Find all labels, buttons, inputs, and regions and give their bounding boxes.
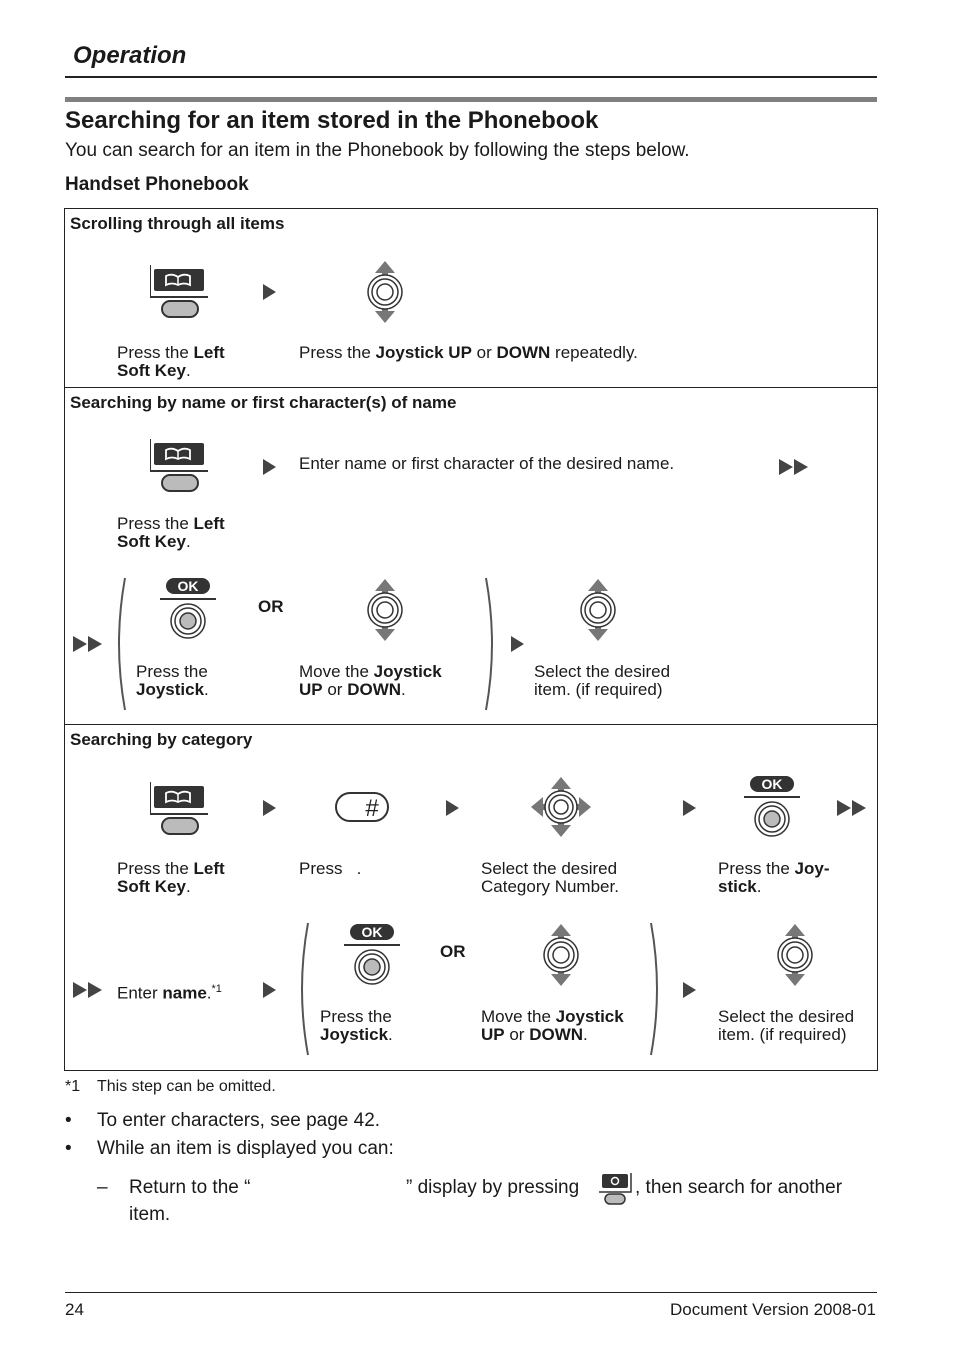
bullet-dot: • bbox=[65, 1138, 72, 1159]
arrow-right-icon bbox=[446, 800, 459, 816]
phonebook-softkey-icon bbox=[150, 782, 209, 835]
bullet-characters: To enter characters, see page 42. bbox=[97, 1110, 381, 1131]
phonebook-softkey-icon bbox=[150, 265, 209, 318]
double-arrow-icon bbox=[779, 459, 811, 475]
step-press-joystick: Press the Joy- stick. bbox=[718, 859, 830, 896]
dash-mark: – bbox=[97, 1177, 108, 1198]
joystick-updown-icon bbox=[367, 579, 403, 641]
step-move-joystick: Move the Joystick UP or DOWN. bbox=[481, 1007, 624, 1044]
footnote-text: This step can be omitted. bbox=[97, 1078, 276, 1095]
bracket-icon bbox=[650, 922, 658, 1056]
dash-return-c: , then search for another bbox=[635, 1177, 843, 1198]
arrow-right-icon bbox=[511, 636, 524, 652]
step-press-hash: Press . bbox=[299, 859, 362, 878]
double-arrow-icon bbox=[73, 636, 105, 652]
row-divider bbox=[64, 724, 877, 725]
bracket-icon bbox=[118, 577, 126, 711]
double-arrow-icon bbox=[837, 800, 869, 816]
joystick-press-ok-icon bbox=[343, 924, 401, 985]
or-label: OR bbox=[258, 597, 284, 616]
joystick-updown-icon bbox=[580, 579, 616, 641]
step-select-category: Select the desired Category Number. bbox=[481, 859, 619, 896]
arrow-right-icon bbox=[263, 982, 276, 998]
step-select-item: Select the desired item. (if required) bbox=[718, 1007, 855, 1044]
page-title: Searching for an item stored in the Phon… bbox=[65, 107, 599, 134]
phonebook-softkey-icon bbox=[599, 1173, 632, 1205]
hash-key-icon: # bbox=[335, 792, 389, 822]
row-title-scroll: Scrolling through all items bbox=[70, 214, 285, 233]
steps-table bbox=[64, 208, 878, 1071]
arrow-right-icon bbox=[683, 982, 696, 998]
title-bar bbox=[65, 97, 877, 102]
bullet-dot: • bbox=[65, 1110, 72, 1131]
joystick-updown-icon bbox=[777, 924, 813, 986]
footer-rule bbox=[65, 1292, 877, 1293]
row-divider bbox=[64, 387, 877, 388]
step-enter-name: Enter name or first character of the des… bbox=[299, 454, 675, 473]
double-arrow-icon bbox=[73, 982, 105, 998]
subtitle: Handset Phonebook bbox=[65, 174, 249, 195]
arrow-right-icon bbox=[263, 459, 276, 475]
bracket-icon bbox=[301, 922, 309, 1056]
row-title-name: Searching by name or first character(s) … bbox=[70, 393, 457, 412]
footnote-mark: *1 bbox=[65, 1078, 81, 1095]
step-press-left-softkey: Press the Left Soft Key. bbox=[117, 343, 225, 380]
document-version: Document Version 2008-01 bbox=[669, 1300, 876, 1319]
or-label: OR bbox=[440, 942, 466, 961]
phonebook-softkey-icon bbox=[150, 439, 209, 492]
section-header: Operation bbox=[73, 42, 187, 69]
arrow-right-icon bbox=[263, 284, 276, 300]
joystick-press-ok-icon bbox=[743, 776, 801, 837]
step-press-left-softkey: Press the Left Soft Key. bbox=[117, 514, 225, 551]
dash-return-a: Return to the “ bbox=[129, 1177, 251, 1198]
step-select-item: Select the desired item. (if required) bbox=[534, 662, 671, 699]
step-enter-name: Enter name.*1 bbox=[117, 983, 222, 1003]
arrow-right-icon bbox=[263, 800, 276, 816]
arrow-right-icon bbox=[683, 800, 696, 816]
step-press-left-softkey: Press the Left Soft Key. bbox=[117, 859, 225, 896]
dash-return-b: ” display by pressing bbox=[406, 1177, 580, 1198]
row-title-category: Searching by category bbox=[70, 730, 253, 749]
svg-text:#: # bbox=[365, 795, 379, 822]
page-number: 24 bbox=[65, 1300, 84, 1319]
intro-text: You can search for an item in the Phoneb… bbox=[65, 140, 690, 161]
step-move-joystick: Move the Joystick UP or DOWN. bbox=[299, 662, 442, 699]
bracket-icon bbox=[485, 577, 493, 711]
joystick-press-ok-icon bbox=[159, 578, 217, 639]
step-press-joystick: Press the Joystick. bbox=[320, 1007, 393, 1044]
step-joystick-updown: Press the Joystick UP or DOWN repeatedly… bbox=[299, 343, 638, 362]
header-rule bbox=[65, 76, 877, 78]
joystick-updown-icon bbox=[367, 261, 403, 323]
joystick-updown-icon bbox=[543, 924, 579, 986]
step-press-joystick: Press the Joystick. bbox=[136, 662, 209, 699]
dash-return-d: item. bbox=[129, 1204, 171, 1225]
joystick-4way-icon bbox=[531, 777, 591, 837]
bullet-while-displayed: While an item is displayed you can: bbox=[97, 1138, 394, 1159]
